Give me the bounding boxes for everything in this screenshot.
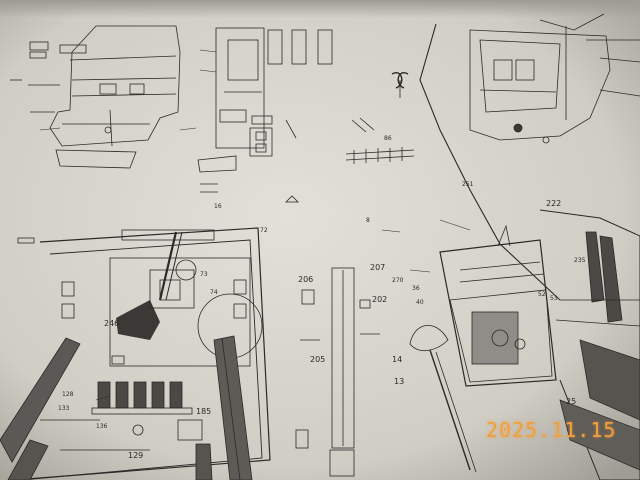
label-8: 8 bbox=[366, 217, 370, 224]
label-53: 53 bbox=[550, 295, 558, 302]
label-246: 246 bbox=[104, 319, 119, 328]
label-86: 86 bbox=[384, 135, 392, 142]
label-185: 185 bbox=[196, 407, 211, 416]
label-14: 14 bbox=[392, 355, 402, 364]
label-207: 207 bbox=[370, 263, 385, 272]
label-202: 202 bbox=[372, 295, 387, 304]
superstructure-lower-right bbox=[409, 209, 640, 480]
ship-hull-side-view bbox=[391, 13, 640, 301]
barrel-parts bbox=[0, 335, 253, 480]
label-128: 128 bbox=[62, 391, 74, 398]
label-235: 235 bbox=[574, 257, 586, 264]
label-205: 205 bbox=[310, 355, 325, 364]
deck-plan-upper-middle bbox=[197, 27, 333, 203]
small-parts-upper-left bbox=[10, 41, 87, 244]
label-25: 25 bbox=[566, 397, 576, 406]
label-36: 36 bbox=[412, 285, 420, 292]
label-136: 136 bbox=[96, 423, 108, 430]
label-206: 206 bbox=[298, 275, 313, 284]
ladder-parts bbox=[345, 117, 415, 164]
label-133: 133 bbox=[58, 405, 70, 412]
label-72: 72 bbox=[260, 227, 268, 234]
label-13: 13 bbox=[394, 377, 404, 386]
strip-parts-center bbox=[295, 267, 380, 477]
label-129: 129 bbox=[128, 451, 143, 460]
label-270: 270 bbox=[392, 277, 404, 284]
label-73: 73 bbox=[200, 271, 208, 278]
label-74: 74 bbox=[210, 289, 218, 296]
label-222: 222 bbox=[546, 199, 561, 208]
leader-lines bbox=[39, 49, 471, 401]
top-shadow bbox=[0, 0, 640, 18]
part-number-labels: 246 185 129 206 205 207 202 14 13 25 222… bbox=[58, 135, 586, 460]
label-52: 52 bbox=[538, 291, 546, 298]
label-251: 251 bbox=[462, 181, 474, 188]
date-stamp: 2025.11.15 bbox=[486, 418, 617, 442]
label-16: 16 bbox=[214, 203, 222, 210]
label-40: 40 bbox=[416, 299, 424, 306]
main-deck-layout bbox=[13, 227, 271, 480]
deck-plan-upper-left bbox=[49, 25, 181, 169]
